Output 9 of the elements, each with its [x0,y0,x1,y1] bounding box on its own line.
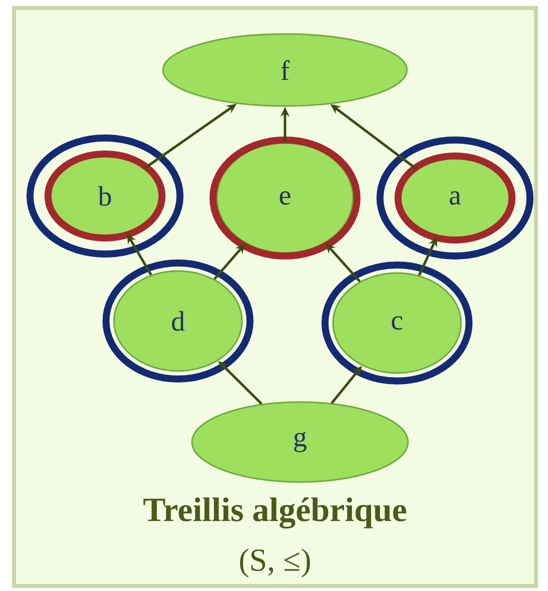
caption: (S, ≤) [240,548,310,578]
ringed-ellipse-node: a [376,136,534,260]
ringed-ellipse-node: c [322,262,472,384]
title: Treillis algébrique [143,497,406,529]
ringed-ellipse-node: d [102,260,254,382]
ellipse-node: f [162,33,408,107]
ellipse-node: g [191,401,409,483]
ringed-ellipse-node: b [26,134,184,258]
ringed-ellipse-node: e [210,136,360,260]
